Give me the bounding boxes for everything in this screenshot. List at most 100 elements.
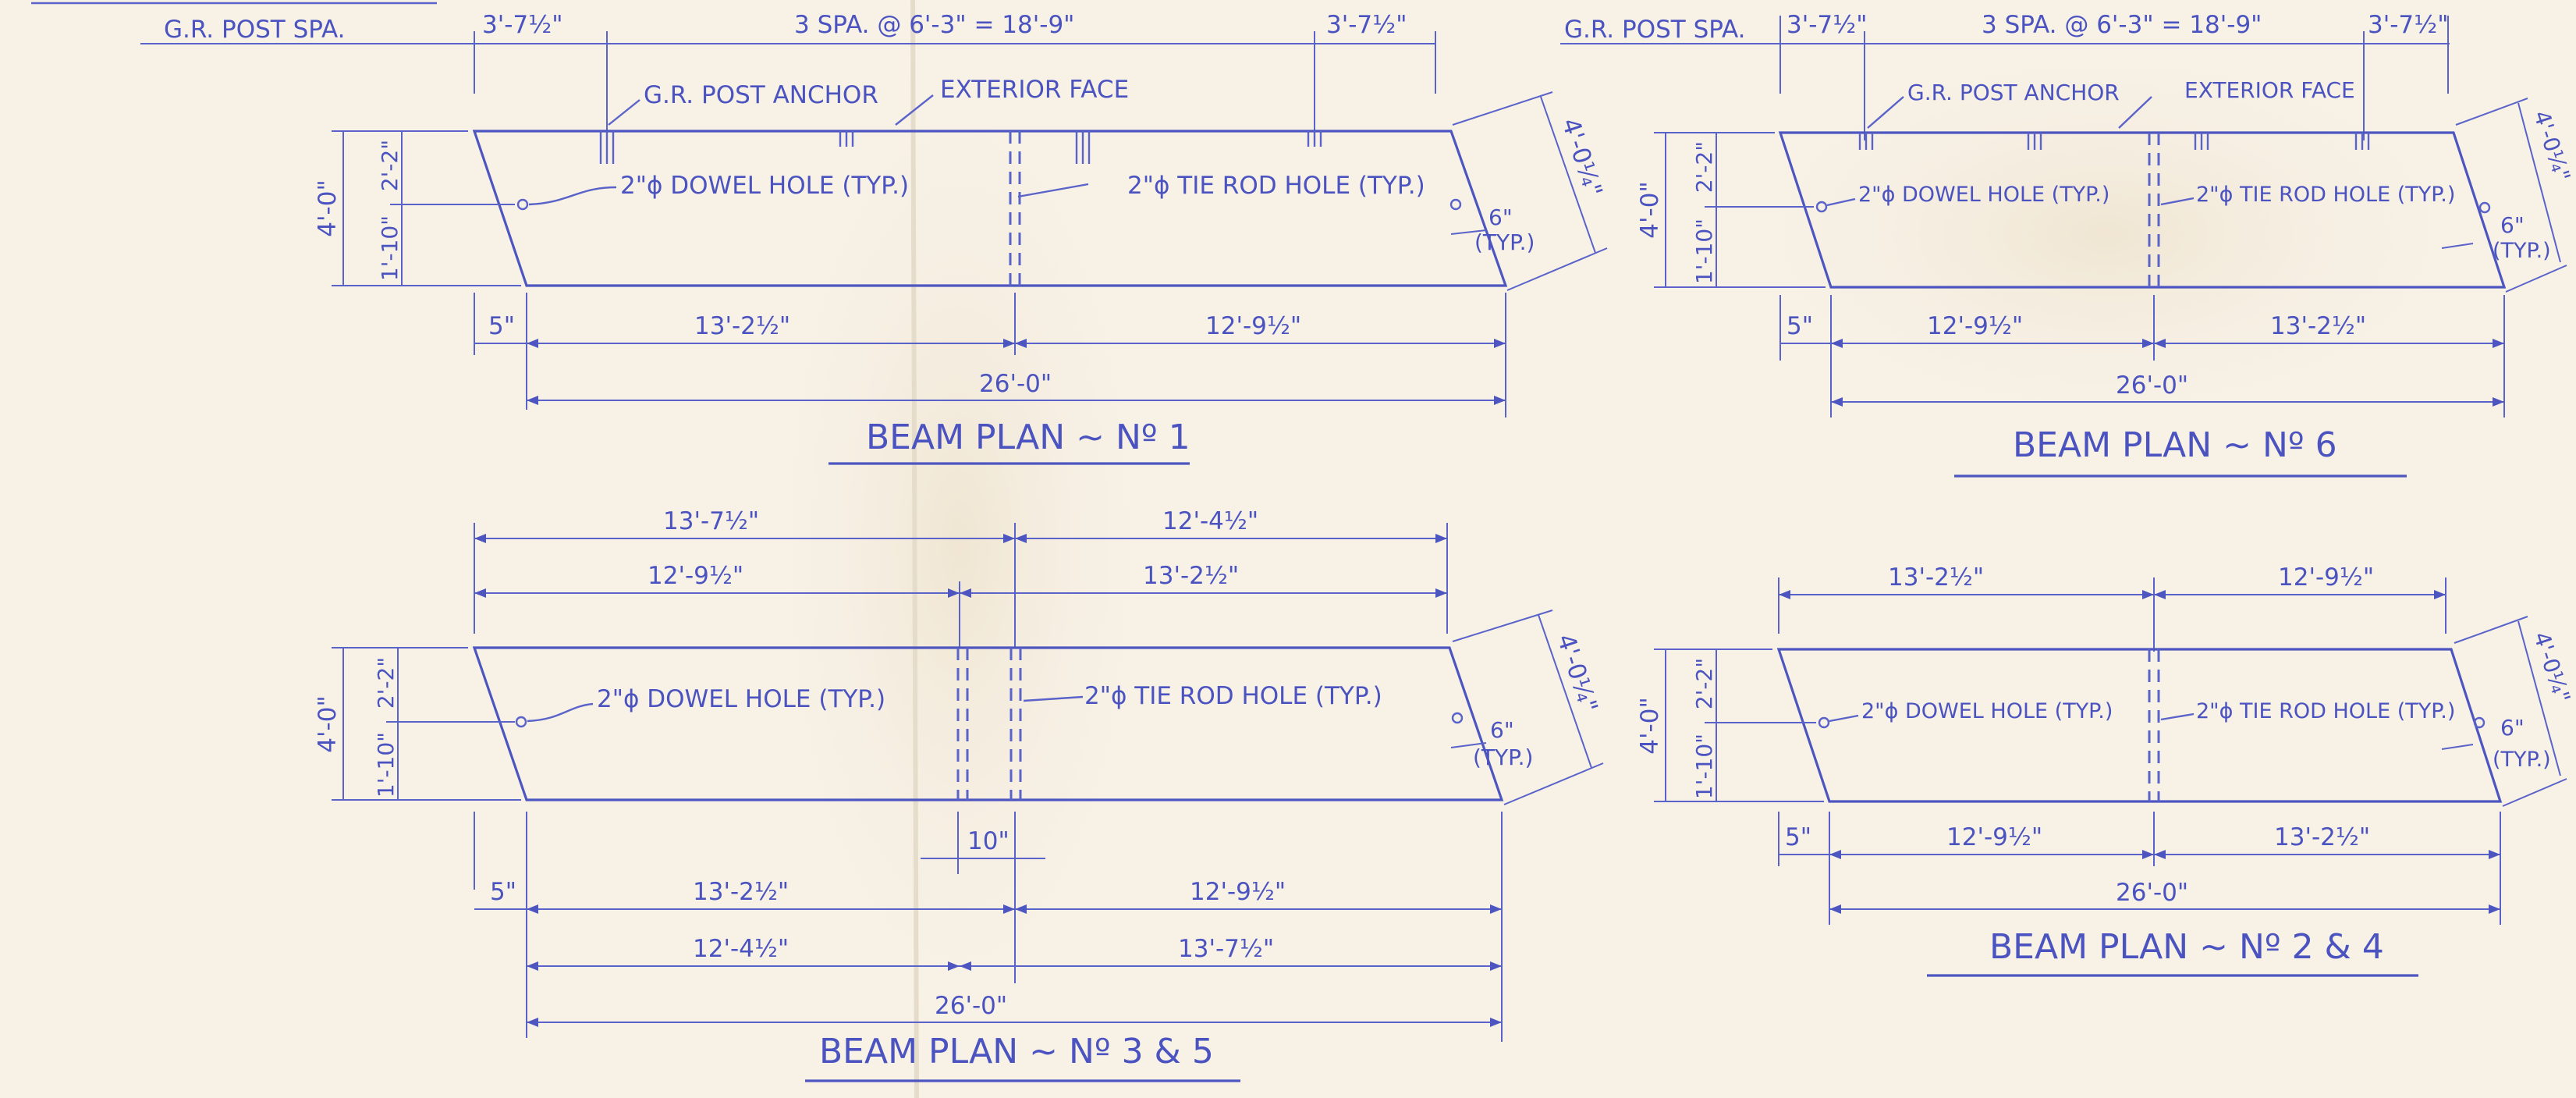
dowel-hole-icon	[1818, 716, 1830, 729]
edge-typ-text: (TYP.)	[2493, 748, 2551, 772]
plan-title: BEAM PLAN ~ Nº 1	[866, 418, 1190, 457]
beam-outline	[1778, 131, 2507, 289]
edge-typ-text: (TYP.)	[1473, 744, 1533, 770]
width-dim-text: 4'-0"	[1636, 697, 1664, 754]
post-anchor-marks	[599, 131, 1322, 164]
dim-text: 12'-9½"	[648, 562, 743, 590]
hole-offset-text: 2'-2"	[1691, 141, 1717, 193]
dim-text: 13'-2½"	[693, 878, 789, 906]
hole-offset-text: 1'-10"	[377, 215, 403, 281]
note-dowel-hole: 2"ϕ DOWEL HOLE (TYP.)	[597, 685, 885, 713]
leader-line	[1826, 197, 1856, 207]
note-tie-rod-hole: 2"ϕ TIE ROD HOLE (TYP.)	[1084, 682, 1382, 710]
paper-stain	[757, 47, 1162, 1046]
ext-line	[2455, 98, 2528, 126]
hole-offset-text: 1'-10"	[1691, 219, 1717, 284]
note-tie-rod-hole: 2"ϕ TIE ROD HOLE (TYP.)	[2196, 183, 2455, 207]
leader-line	[528, 186, 617, 206]
dim-text: 13'-2½"	[1143, 562, 1239, 590]
note-tie-rod-hole: 2"ϕ TIE ROD HOLE (TYP.)	[2196, 699, 2455, 723]
dim-text: 12'-9½"	[1946, 823, 2042, 851]
dim-text: 3'-7½"	[1787, 11, 1867, 39]
dim-text: 3 SPA. @ 6'-3" = 18'-9"	[794, 11, 1074, 39]
beam-plan-2-4: 13'-2½" 12'-9½" 2"ϕ DOWEL HOLE (TYP.) 2"…	[1636, 563, 2575, 977]
post-anchor-marks	[1858, 133, 2370, 150]
note-tie-rod-hole: 2"ϕ TIE ROD HOLE (TYP.)	[1127, 172, 1425, 200]
total-dim-text: 26'-0"	[2116, 879, 2188, 907]
dim-text: 12'-9½"	[1190, 878, 1286, 906]
beam-outline	[472, 646, 1504, 801]
edge-dist-text: 6"	[1490, 717, 1514, 743]
note-exterior-face: EXTERIOR FACE	[940, 76, 1129, 104]
skew-dim-line	[2517, 102, 2561, 263]
edge-dist-text: 6"	[1488, 204, 1513, 230]
tie-rod-hole-icon	[2478, 201, 2491, 214]
leader-line	[2160, 712, 2195, 721]
total-dim-text: 26'-0"	[2116, 371, 2188, 400]
dim-text: 12'-9½"	[1927, 312, 2023, 340]
dim-text: 13'-2½"	[1888, 563, 1984, 592]
post-spacing-label: G.R. POST SPA.	[164, 16, 346, 44]
leader-line	[1023, 695, 1084, 702]
plan-title: BEAM PLAN ~ Nº 6	[2013, 425, 2337, 465]
ext-line	[1452, 91, 1553, 126]
beam-outline	[1776, 648, 2503, 803]
skew-dim-line	[1540, 96, 1596, 254]
skew-dim-line	[1538, 614, 1592, 769]
width-dim-text: 4'-0"	[314, 179, 342, 236]
edge-typ-text: (TYP.)	[1474, 229, 1535, 255]
edge-dist-text: 6"	[2500, 212, 2525, 238]
tie-rod-hole-icon	[1449, 198, 1462, 211]
edge-dim-line	[1450, 229, 1487, 235]
dim-text: 12'-9½"	[1205, 312, 1301, 340]
dim-text: 13'-2½"	[2274, 823, 2370, 851]
total-dim-text: 26'-0"	[935, 992, 1007, 1020]
edge-dim-line	[2441, 744, 2474, 750]
ext-line	[2505, 265, 2567, 293]
ext-line	[2454, 616, 2528, 644]
dim-text: 12'-4½"	[1162, 507, 1258, 535]
leader-line	[1017, 183, 1089, 198]
dim-text: 3'-7½"	[482, 11, 562, 39]
leader-line	[608, 99, 640, 126]
dim-text: 5"	[1785, 823, 1811, 851]
plan-title: BEAM PLAN ~ Nº 2 & 4	[1989, 927, 2384, 967]
hole-offset-text: 1'-10"	[373, 732, 399, 798]
dim-text: 12'-4½"	[693, 935, 789, 963]
note-dowel-hole: 2"ϕ DOWEL HOLE (TYP.)	[1861, 699, 2113, 723]
hole-offset-text: 2'-2"	[377, 140, 403, 191]
leader-line	[895, 94, 934, 126]
hole-offset-text: 2'-2"	[1691, 658, 1717, 709]
gap-dim-text: 10"	[967, 827, 1009, 855]
note-exterior-face: EXTERIOR FACE	[2184, 77, 2355, 103]
ext-line	[2502, 778, 2567, 807]
beam-plan-3-5: 13'-7½" 12'-4½" 12'-9½" 13'-2½" 2"ϕ DOWE…	[314, 507, 1604, 1082]
dowel-hole-icon	[1815, 201, 1828, 213]
post-spacing-label: G.R. POST SPA.	[1564, 16, 1746, 44]
skew-dim-line	[2517, 620, 2561, 776]
beam-plan-6: G.R. POST SPA. 3'-7½" 3 SPA. @ 6'-3" = 1…	[1560, 11, 2575, 478]
beam-plan-1: G.R. POST SPA. 3'-7½" 3 SPA. @ 6'-3" = 1…	[140, 11, 1608, 465]
edge-dim-line	[1450, 742, 1487, 748]
ext-line	[1506, 247, 1608, 291]
edge-dist-text: 6"	[2500, 715, 2525, 741]
tie-rod-hole-icon	[2473, 716, 2486, 729]
leader-line	[2160, 197, 2195, 206]
note-dowel-hole: 2"ϕ DOWEL HOLE (TYP.)	[620, 172, 909, 200]
width-dim-text: 4'-0"	[1636, 181, 1664, 238]
beam-outline	[472, 130, 1508, 287]
ext-line	[1452, 609, 1553, 642]
edge-dim-line	[2441, 243, 2474, 249]
dowel-hole-icon	[515, 716, 527, 728]
dim-text: 3 SPA. @ 6'-3" = 18'-9"	[1982, 11, 2262, 39]
hole-offset-text: 2'-2"	[373, 657, 399, 709]
dim-text: 13'-7½"	[663, 507, 759, 535]
note-dowel-hole: 2"ϕ DOWEL HOLE (TYP.)	[1858, 183, 2109, 207]
edge-typ-text: (TYP.)	[2493, 239, 2551, 263]
tie-rod-hole-icon	[1451, 712, 1464, 724]
width-dim-text: 4'-0"	[314, 695, 342, 752]
dim-text: 5"	[490, 878, 516, 906]
paper-fold	[910, 0, 919, 1098]
dim-text: 3'-7½"	[1326, 11, 1407, 39]
